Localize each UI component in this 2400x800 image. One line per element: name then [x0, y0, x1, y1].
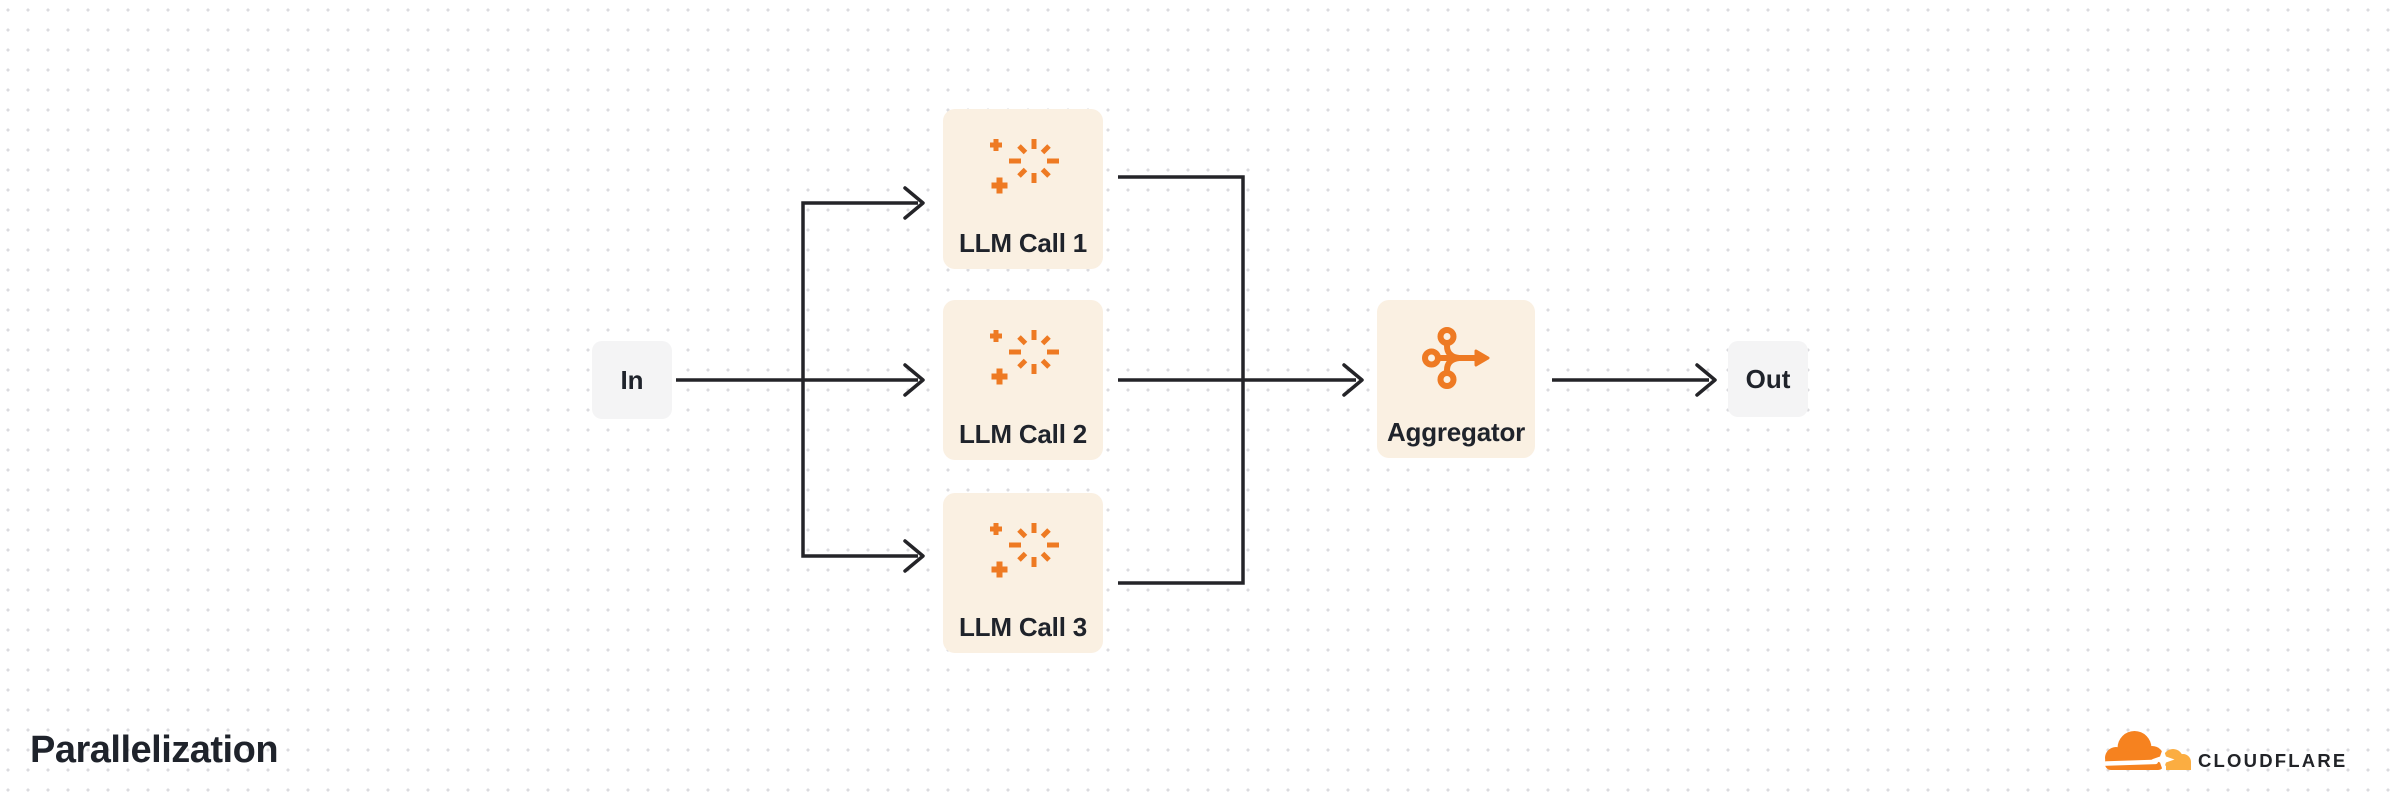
sparkle-icon	[990, 139, 1059, 194]
arrowhead-llm3	[903, 539, 925, 573]
node-aggregator: Aggregator	[1377, 300, 1535, 458]
node-llm-call-3: LLM Call 3	[943, 493, 1103, 653]
cloudflare-logo: CLOUDFLARE	[2096, 723, 2386, 777]
node-llm-call-2: LLM Call 2	[943, 300, 1103, 460]
node-llm-call-1: LLM Call 1	[943, 109, 1103, 269]
diagram-title: Parallelization	[30, 729, 279, 771]
node-llm-call-1-label: LLM Call 1	[958, 228, 1087, 258]
sparkle-icon	[990, 523, 1059, 578]
node-llm-call-3-label: LLM Call 3	[958, 612, 1087, 642]
node-out: Out	[1728, 341, 1808, 417]
merge-arrow-icon	[1422, 327, 1490, 389]
node-in-label: In	[620, 364, 644, 395]
node-in: In	[592, 341, 672, 419]
node-llm-call-2-label: LLM Call 2	[958, 419, 1087, 449]
connector-split-branches	[801, 201, 918, 558]
sparkle-icon	[990, 330, 1059, 385]
node-aggregator-label: Aggregator	[1386, 417, 1526, 447]
cloudflare-logo-text: CLOUDFLARE	[2198, 750, 2348, 771]
arrowhead-aggregator	[1342, 363, 1364, 397]
arrowhead-out	[1695, 363, 1717, 397]
arrowhead-llm1	[903, 186, 925, 220]
node-out-label: Out	[1745, 363, 1791, 394]
cloudflare-cloud-icon	[2101, 731, 2191, 771]
arrowhead-llm2	[903, 363, 925, 397]
